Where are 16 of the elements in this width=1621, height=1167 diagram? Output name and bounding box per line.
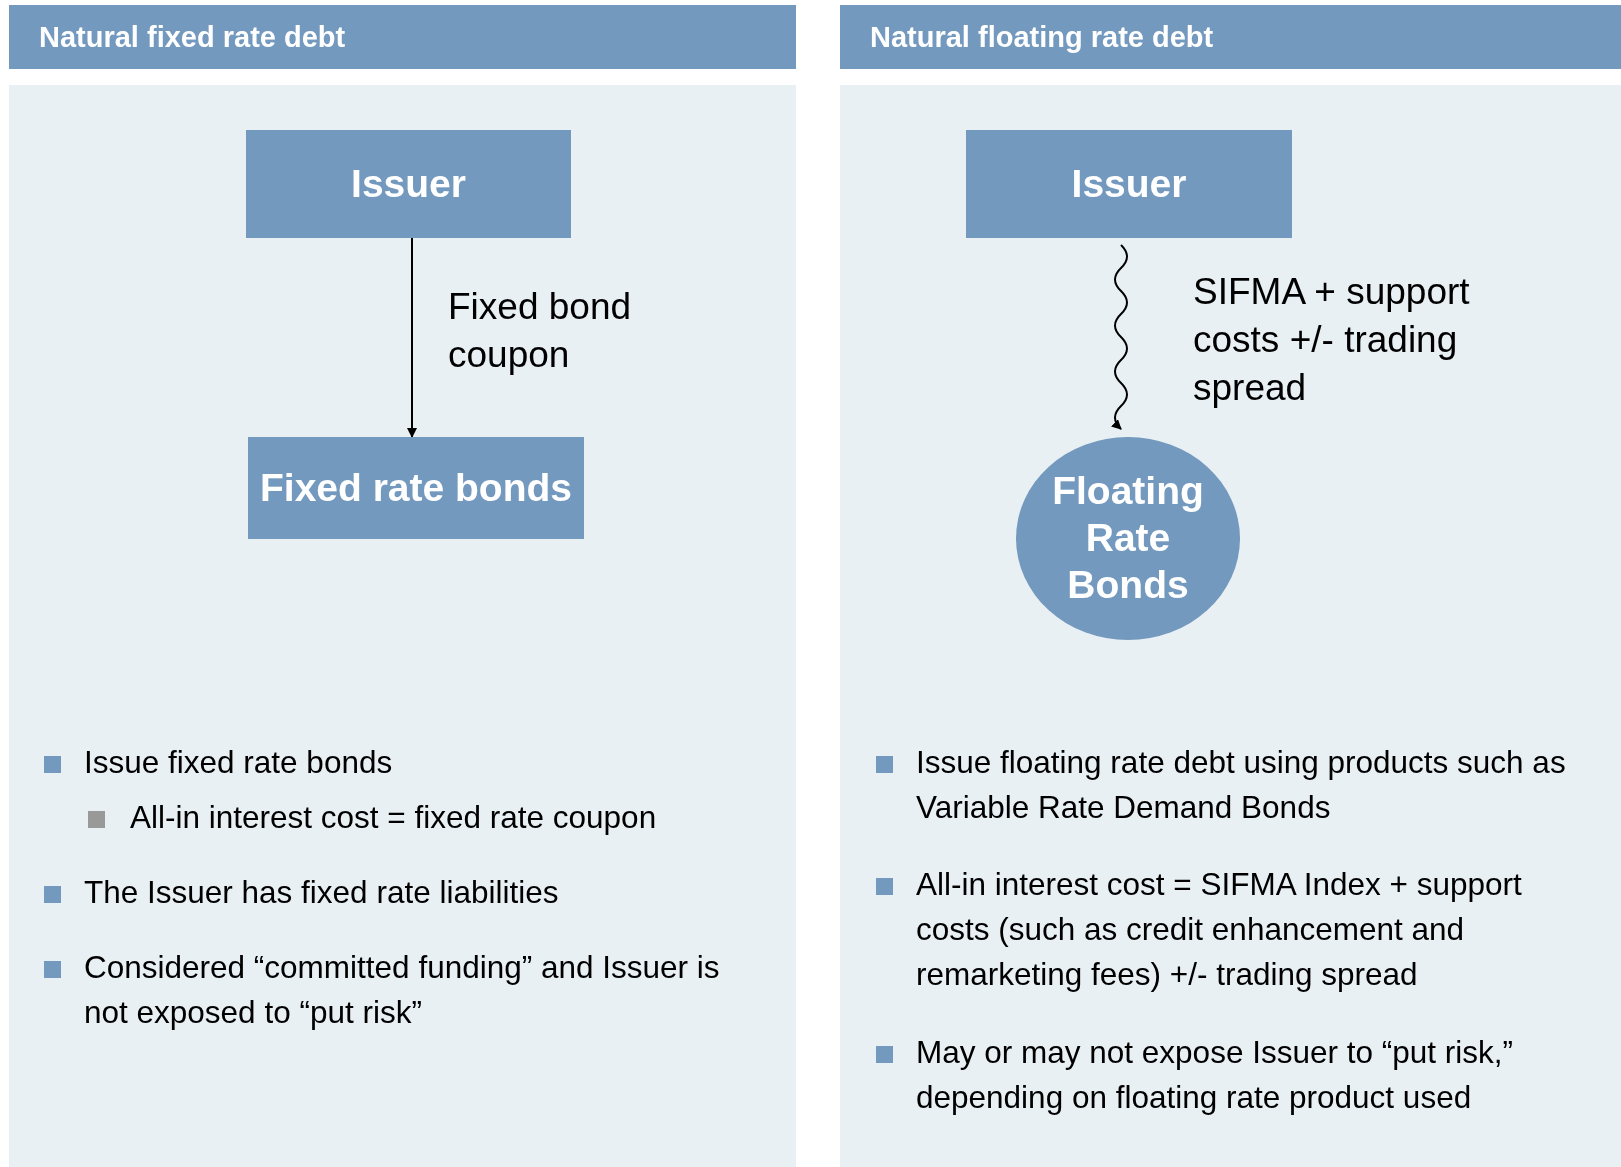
- process-box: Issuer: [246, 130, 571, 238]
- bullet-text: May or may not expose Issuer to “put risk,” depending on floating rate product used: [916, 1033, 1514, 1118]
- arrow: [407, 237, 417, 438]
- header-band: Natural floating rate debt: [840, 5, 1621, 69]
- wavy-arrow: [1111, 244, 1128, 430]
- bullet-text: Issue fixed rate bonds: [84, 743, 394, 782]
- bullet-text: Considered “committed funding” and Issuer is not exposed to “put risk”: [84, 948, 721, 1033]
- header-band: Natural fixed rate debt: [9, 5, 796, 69]
- edge-label: Fixed bond coupon: [448, 285, 633, 378]
- bullet-text: Issue floating rate debt using products such as Variable Rate Demand Bonds: [916, 743, 1567, 828]
- bullet-text: All-in interest cost = fixed rate coupon: [130, 798, 658, 837]
- edge-label: SIFMA + support costs +/- trading spread: [1193, 270, 1471, 411]
- bullet-text: All-in interest cost = SIFMA Index + support costs (such as credit enhancement and remarketing fees) +/- trading spread: [916, 865, 1523, 995]
- process-box: Issuer: [966, 130, 1292, 238]
- bullet-text: The Issuer has fixed rate liabilities: [84, 873, 560, 912]
- process-box: Fixed rate bonds: [248, 437, 584, 539]
